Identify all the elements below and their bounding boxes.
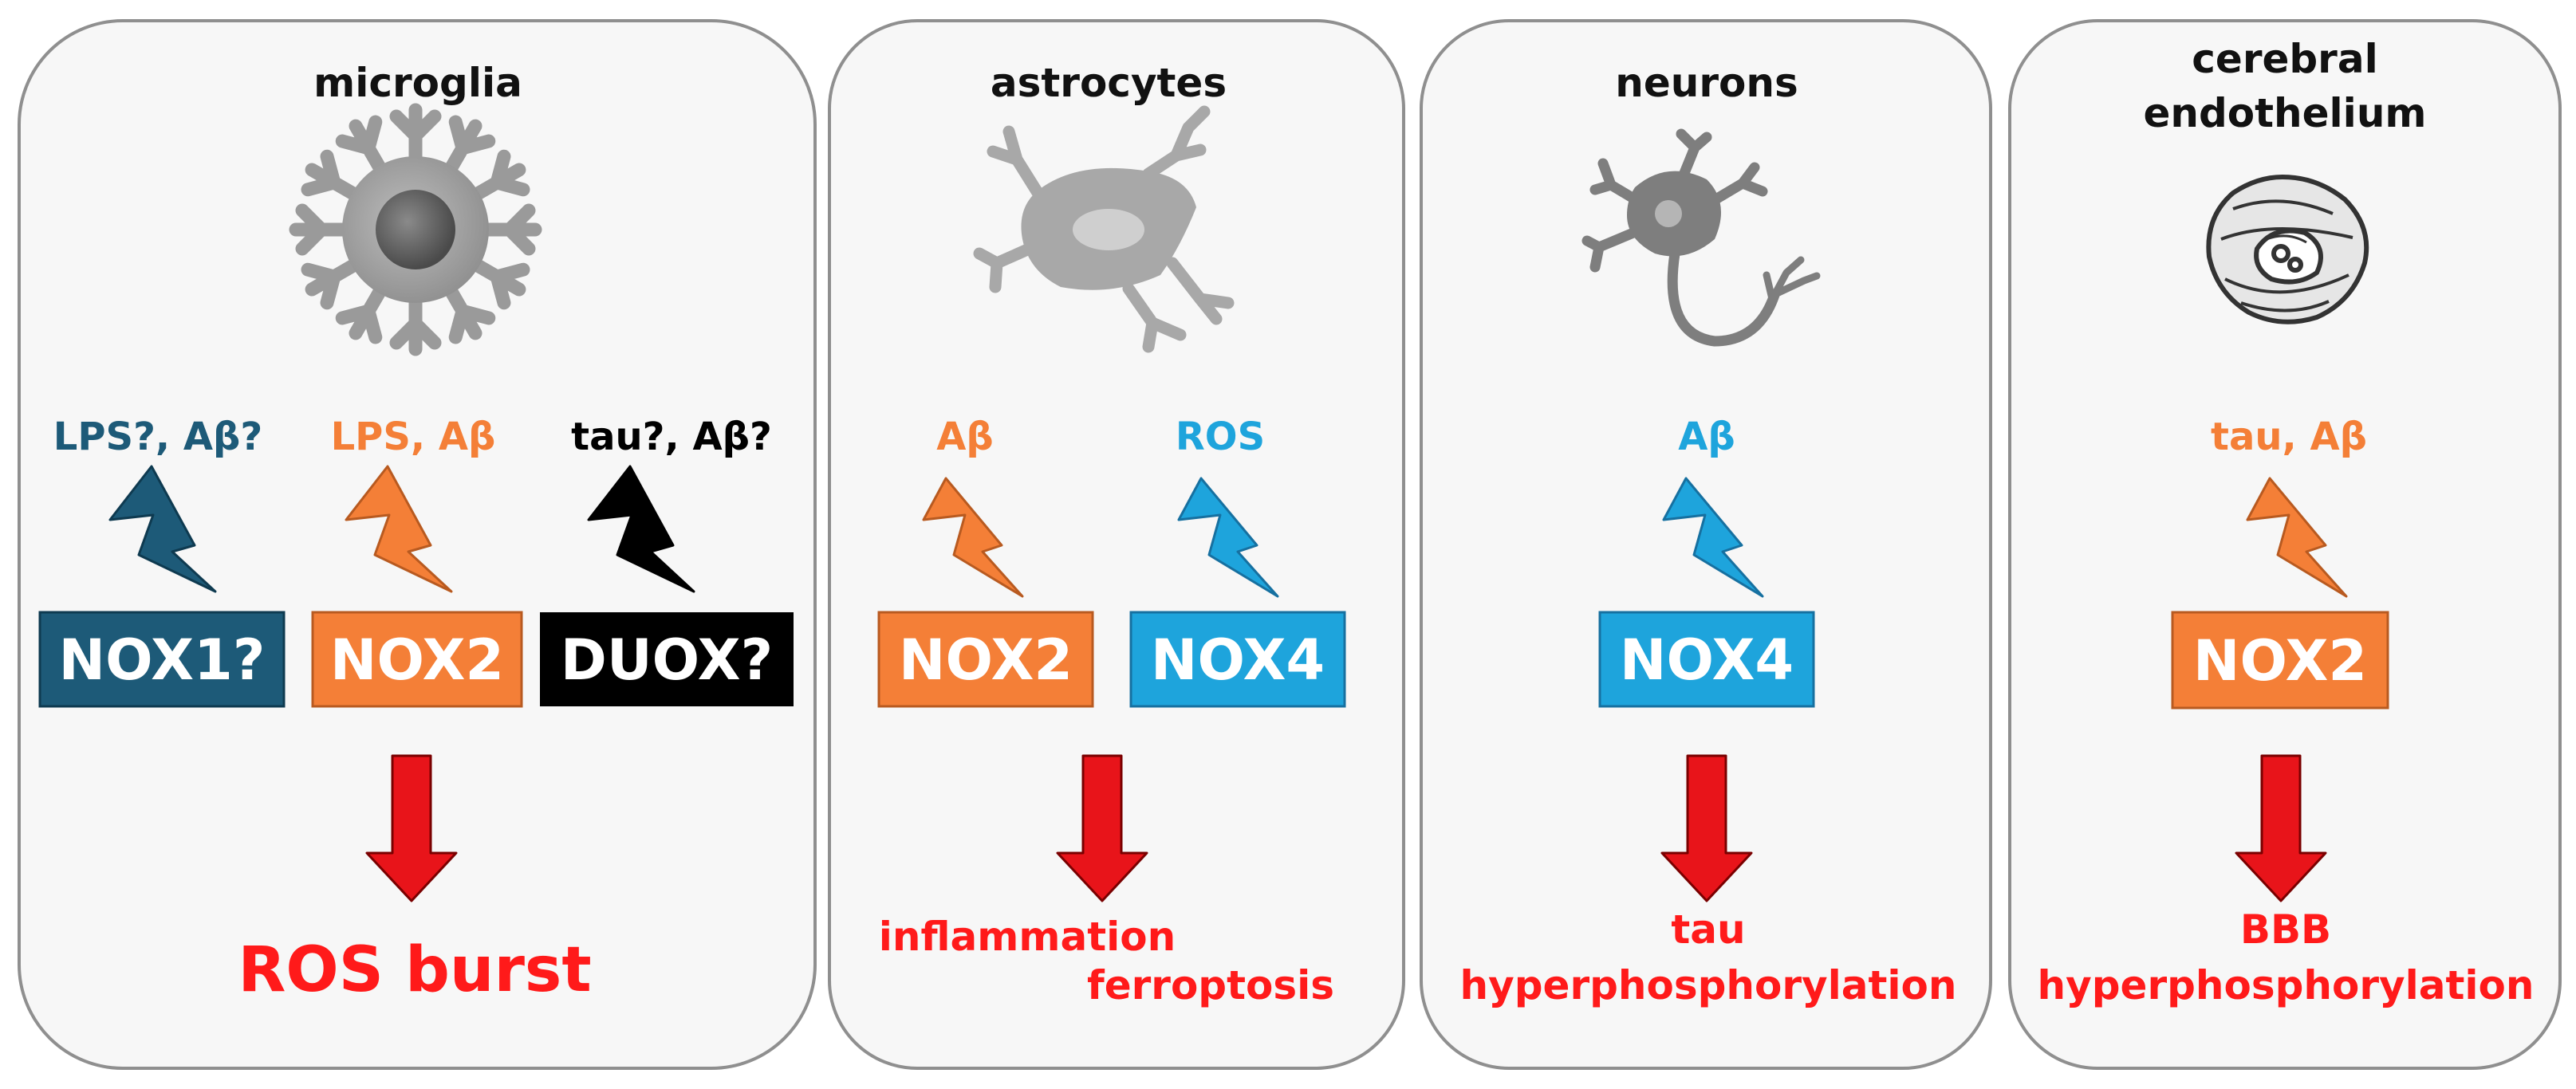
outcome-label: hyperphosphorylation (2038, 962, 2535, 1008)
astrocyte-cell-icon (973, 105, 1235, 353)
panel-title: microglia (313, 60, 522, 106)
enzyme-label: NOX4 (1151, 627, 1325, 693)
outcome-label: ferroptosis (1087, 962, 1334, 1008)
enzyme-box (1598, 611, 1815, 708)
panel-title: neurons (1615, 60, 1798, 106)
enzyme-box (877, 611, 1094, 708)
panel-astrocytes: astrocytes Aβ ROS NOX2 NOX4 inflammation… (828, 19, 1405, 1070)
lightning-bolt-icon (922, 477, 1024, 598)
down-arrow-icon (1056, 754, 1148, 902)
down-arrow-icon (1660, 754, 1753, 902)
stimulus-label: LPS?, Aβ? (53, 415, 262, 459)
stimulus-label: Aβ (936, 415, 994, 459)
microglia-cell-icon (296, 103, 535, 349)
enzyme-box (2171, 611, 2389, 710)
enzyme-box (38, 611, 286, 708)
neuron-cell-icon (1581, 128, 1821, 347)
enzyme-label: NOX1? (59, 627, 266, 693)
stimulus-label: ROS (1176, 415, 1265, 459)
lightning-bolt-icon (1177, 477, 1279, 598)
outcome-label: inflammation (879, 914, 1176, 960)
enzyme-label: NOX2 (2193, 628, 2367, 694)
outcome-label: BBB (2240, 906, 2331, 953)
enzyme-box (540, 612, 794, 706)
panel-neurons: neurons Aβ NOX4 tau hyperphosphorylation (1420, 19, 1992, 1070)
enzyme-label: NOX2 (899, 627, 1073, 693)
stimulus-label: tau, Aβ (2211, 415, 2367, 459)
enzyme-label: DUOX? (561, 627, 774, 693)
lightning-bolt-icon (345, 465, 453, 593)
panel-microglia: microglia LPS?, Aβ? LPS, Aβ tau?, Aβ? (18, 19, 817, 1070)
outcome-label: ROS burst (238, 934, 591, 1006)
endothelial-cell-icon (2206, 175, 2369, 324)
panel-title: astrocytes (991, 60, 1227, 106)
lightning-bolt-icon (1662, 477, 1764, 598)
enzyme-label: NOX2 (330, 627, 504, 693)
down-arrow-icon (365, 754, 458, 902)
down-arrow-icon (2235, 754, 2327, 902)
lightning-bolt-icon (2246, 477, 2348, 598)
outcome-label: tau (1671, 906, 1745, 953)
outcome-label: hyperphosphorylation (1460, 962, 1957, 1008)
panel-title: endothelium (2143, 90, 2426, 136)
stimulus-label: Aβ (1678, 415, 1735, 459)
stimulus-label: tau?, Aβ? (571, 415, 772, 459)
enzyme-box (1129, 611, 1346, 708)
lightning-bolt-icon (108, 465, 217, 593)
enzyme-box (311, 611, 523, 708)
lightning-bolt-icon (587, 465, 695, 593)
panel-title: cerebral (2192, 36, 2377, 82)
enzyme-label: NOX4 (1620, 627, 1794, 693)
stimulus-label: LPS, Aβ (331, 415, 496, 459)
panel-cerebral-endothelium: cerebral endothelium tau, Aβ NOX2 BBB hy… (2008, 19, 2562, 1070)
